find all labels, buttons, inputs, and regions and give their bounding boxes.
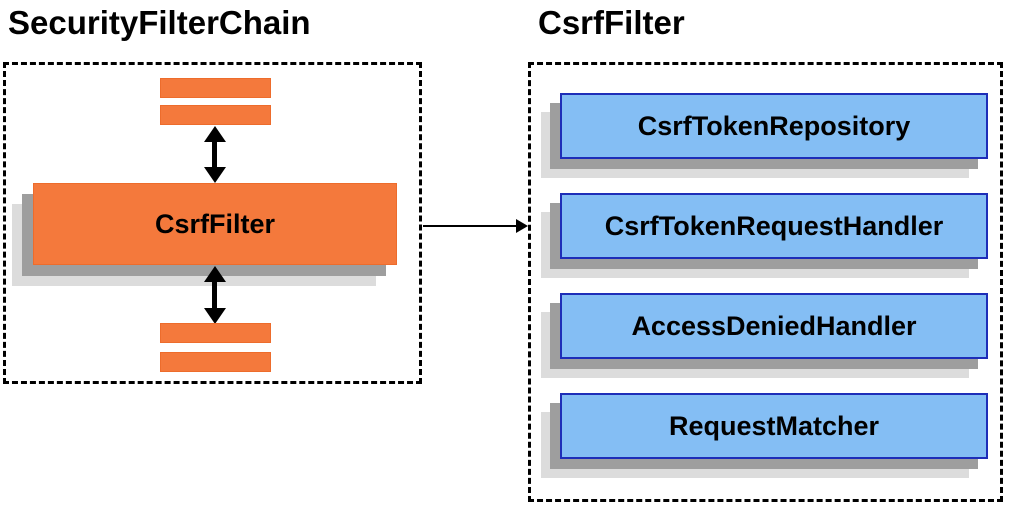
left-panel-title: SecurityFilterChain [8, 4, 311, 41]
arrowhead-down-icon [204, 308, 226, 324]
security-filter-chain-group [3, 62, 422, 384]
arrowhead-up-icon [204, 126, 226, 142]
csrf-filter-group [528, 62, 1003, 502]
bidirectional-arrow-icon [204, 266, 226, 324]
component-node-access-denied-handler: AccessDeniedHandler [560, 293, 988, 359]
filter-placeholder-bar [160, 105, 271, 125]
csrf-filter-node-label: CsrfFilter [154, 208, 276, 239]
filter-placeholder-bar [160, 352, 271, 372]
arrowhead-down-icon [204, 167, 226, 183]
csrf-filter-node: CsrfFilter [33, 183, 397, 265]
right-panel-title: CsrfFilter [538, 4, 685, 41]
link-arrowhead-right-icon [516, 219, 528, 233]
filter-placeholder-bar [160, 323, 271, 343]
component-label: RequestMatcher [668, 410, 880, 441]
component-label: CsrfTokenRepository [637, 110, 911, 141]
filter-placeholder-bar [160, 78, 271, 98]
arrow-stem [212, 279, 217, 311]
link-arrow-line [423, 225, 517, 227]
component-label: CsrfTokenRequestHandler [604, 210, 944, 241]
component-node-csrf-token-repository: CsrfTokenRepository [560, 93, 988, 159]
component-node-request-matcher: RequestMatcher [560, 393, 988, 459]
component-label: AccessDeniedHandler [631, 310, 917, 341]
bidirectional-arrow-icon [204, 126, 226, 183]
arrowhead-up-icon [204, 266, 226, 282]
arrow-stem [212, 139, 217, 170]
component-node-csrf-token-request-handler: CsrfTokenRequestHandler [560, 193, 988, 259]
